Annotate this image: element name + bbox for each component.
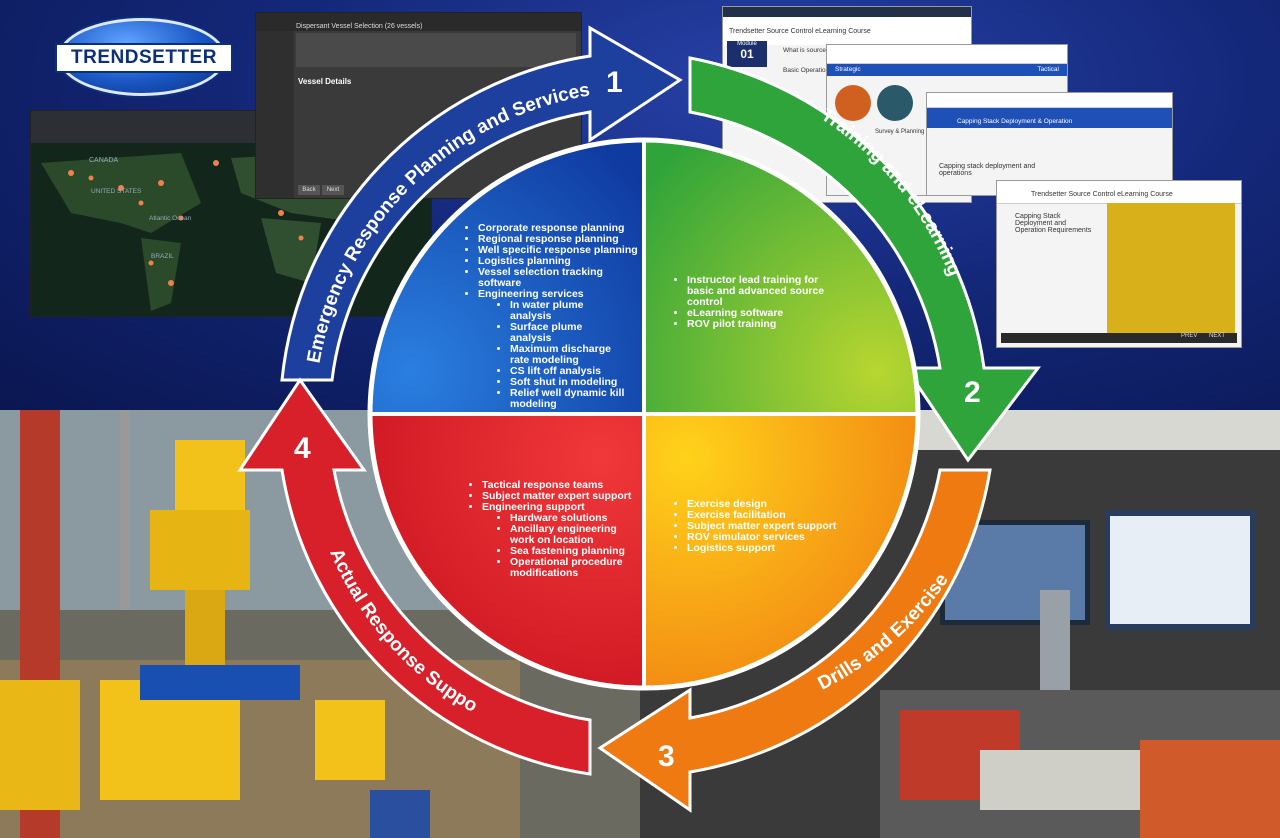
response-item: Tactical response teams	[482, 480, 632, 491]
map-label-atlantic: Atlantic Ocean	[149, 215, 192, 222]
logo-wordmark: TRENDSETTER	[55, 43, 233, 73]
step-4-number: 4	[294, 432, 311, 465]
elearn2-tabbar: Strategic Tactical	[827, 64, 1067, 76]
elearn4-capping-image	[1107, 203, 1235, 333]
trendsetter-logo: TRENDSETTER	[55, 18, 233, 96]
drills-list: Exercise design Exercise facilitation Su…	[677, 499, 837, 554]
training-item: Instructor lead training for basic and a…	[687, 275, 837, 308]
quadrant-planning	[370, 140, 642, 412]
planning-item: Well specific response planning	[478, 245, 638, 256]
elearn4-prev-button[interactable]: PREV	[1181, 333, 1198, 339]
elearn1-what-is[interactable]: What is source control?	[783, 47, 851, 54]
vessel-window-title: Dispersant Vessel Selection (26 vessels)	[296, 23, 423, 30]
response-subitem: Hardware solutions	[510, 513, 628, 524]
elearn4-next-button[interactable]: NEXT	[1209, 333, 1226, 339]
response-subitem: Ancillary engineering work on location	[510, 524, 628, 546]
planning-subitem: In water plume analysis	[510, 300, 625, 322]
vessel-sidebar	[256, 31, 294, 198]
vessel-details-heading: Vessel Details	[298, 77, 352, 86]
elearn1-topbar	[723, 7, 971, 17]
planning-subitem: Relief well dynamic kill modeling	[510, 388, 625, 410]
vessel-list[interactable]	[296, 33, 576, 67]
map-label-brazil: BRAZIL	[151, 253, 174, 260]
elearn3-ops: Capping stack deployment and operations	[939, 163, 1036, 177]
elearn1-course-title: Trendsetter Source Control eLearning Cou…	[729, 28, 871, 35]
response-item: Subject matter expert support	[482, 491, 632, 502]
elearn2-tactical-tab[interactable]: Tactical	[1037, 66, 1059, 73]
response-subitem: Operational procedure modifications	[510, 557, 628, 579]
drills-item: Subject matter expert support	[687, 521, 837, 532]
elearning-screen-3: Capping Stack Deployment & Operation Cap…	[926, 92, 1173, 196]
elearn2-header	[827, 45, 1067, 64]
planning-item: Logistics planning	[478, 256, 638, 267]
planning-subitem: Surface plume analysis	[510, 322, 625, 344]
elearning-screen-4: Trendsetter Source Control eLearning Cou…	[996, 180, 1242, 348]
arrow-step-4	[237, 377, 592, 776]
quadrant-response	[370, 416, 642, 688]
arrow-step-2	[688, 56, 1042, 463]
elearn1-header: Trendsetter Source Control eLearning Cou…	[723, 17, 971, 45]
planning-services-list: Corporate response planning Regional res…	[468, 223, 638, 410]
elearn2-strategic-tab[interactable]: Strategic	[835, 66, 861, 73]
response-item: Engineering support	[482, 502, 632, 513]
vessel-next-button[interactable]: Next	[322, 185, 344, 195]
elearn4-player-bar: PREV NEXT	[1001, 333, 1237, 343]
planning-item: Engineering services	[478, 289, 638, 300]
quadrant-drills	[646, 416, 918, 688]
response-subitem: Sea fastening planning	[510, 546, 628, 557]
elearn3-title: Capping Stack Deployment & Operation	[957, 118, 1073, 125]
planning-item: Corporate response planning	[478, 223, 638, 234]
elearn3-header	[927, 93, 1172, 108]
planning-subitem: Soft shut in modeling	[510, 377, 625, 388]
planning-item: Regional response planning	[478, 234, 638, 245]
elearn2-survey-label: Survey & Planning	[875, 129, 925, 135]
map-label-us: UNITED STATES	[91, 188, 142, 195]
arrow-step-3	[597, 468, 992, 813]
elearn3-banner: Capping Stack Deployment & Operation	[927, 108, 1172, 128]
training-list: Instructor lead training for basic and a…	[677, 275, 837, 330]
drills-item: Exercise design	[687, 499, 837, 510]
drills-item: Logistics support	[687, 543, 837, 554]
drills-item: ROV simulator services	[687, 532, 837, 543]
step-3-number: 3	[658, 740, 675, 773]
arrow-step-1	[280, 25, 683, 382]
vessel-window-titlebar: Dispersant Vessel Selection (26 vessels)	[256, 13, 581, 31]
training-item: ROV pilot training	[687, 319, 837, 330]
elearn1-module-badge: Module 01	[727, 41, 767, 67]
planning-subitem: CS lift off analysis	[510, 366, 625, 377]
elearn4-req: Capping Stack Deployment and Operation R…	[1015, 213, 1092, 234]
center-circle	[367, 137, 921, 691]
step-1-number: 1	[606, 66, 623, 99]
training-item: eLearning software	[687, 308, 837, 319]
step-2-number: 2	[964, 376, 981, 409]
vessel-back-button[interactable]: Back	[298, 185, 320, 195]
elearn2-fire-thumb[interactable]	[835, 85, 871, 121]
planning-item: Vessel selection tracking software	[478, 267, 638, 289]
response-list: Tactical response teams Subject matter e…	[472, 480, 632, 579]
planning-subitem: Maximum discharge rate modeling	[510, 344, 625, 366]
quadrant-training	[646, 140, 918, 412]
drills-item: Exercise facilitation	[687, 510, 837, 521]
elearn2-ocean-thumb[interactable]	[877, 85, 913, 121]
map-label-canada: CANADA	[89, 157, 119, 164]
elearn4-course-title: Trendsetter Source Control eLearning Cou…	[1031, 191, 1173, 198]
